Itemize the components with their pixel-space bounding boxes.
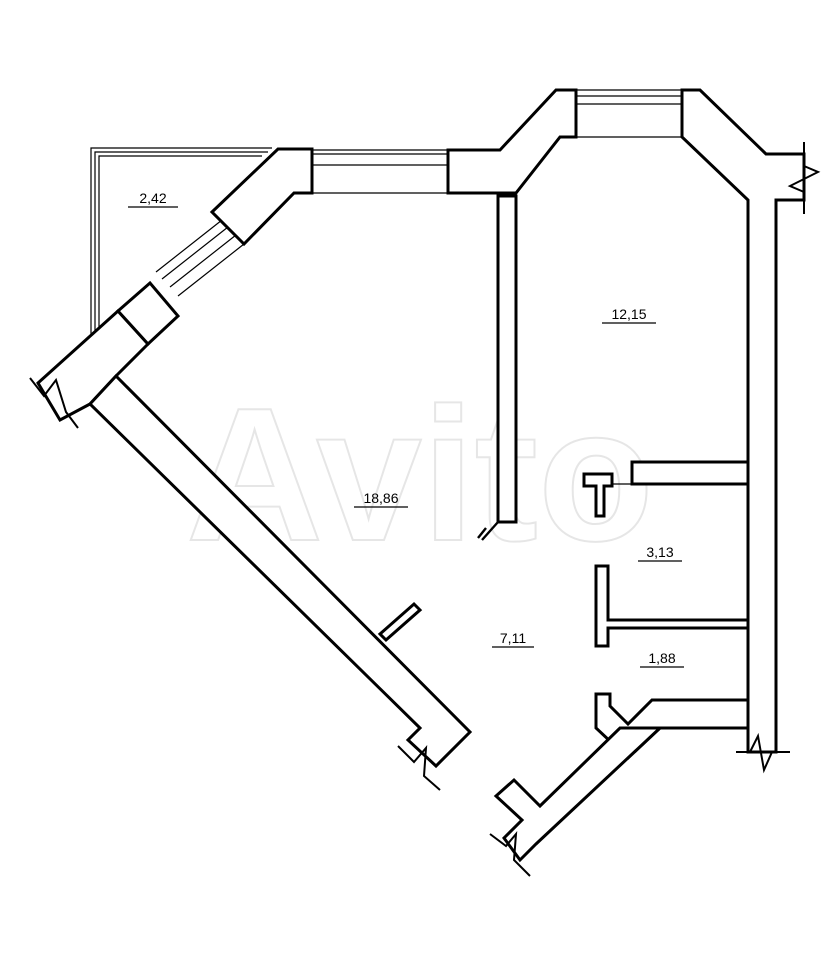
- window-loggia-door: [155, 219, 245, 297]
- wall-lower-right: [493, 726, 664, 863]
- window-bedroom-bay: [576, 89, 682, 138]
- partition-living-bedroom: [477, 194, 518, 541]
- room-toilet: 1,88: [640, 650, 684, 668]
- area-label-bathroom: 3,13: [646, 544, 673, 560]
- wall-bay-right: [680, 88, 806, 754]
- wall-top-middle: [446, 88, 578, 195]
- area-label-loggia: 2,42: [139, 190, 166, 206]
- room-bedroom: 12,15: [602, 306, 656, 324]
- wall-bathroom: [594, 483, 750, 648]
- break-marks: [29, 142, 821, 877]
- loggia-frame: [90, 147, 272, 336]
- room-living: 18,86: [354, 490, 408, 508]
- area-label-hallway: 7,11: [500, 630, 526, 646]
- window-living-top: [312, 149, 448, 194]
- room-hallway: 7,11: [492, 630, 534, 648]
- wall-bedroom-bottom: [582, 460, 750, 518]
- room-loggia: 2,42: [128, 190, 178, 208]
- room-bathroom: 3,13: [638, 544, 682, 562]
- area-label-toilet: 1,88: [648, 650, 675, 666]
- wall-lower-left: [87, 373, 473, 769]
- area-label-bedroom: 12,15: [611, 306, 646, 322]
- area-label-living: 18,86: [363, 490, 398, 506]
- wall-stub: [377, 601, 423, 643]
- wall-upper-left: [36, 147, 314, 422]
